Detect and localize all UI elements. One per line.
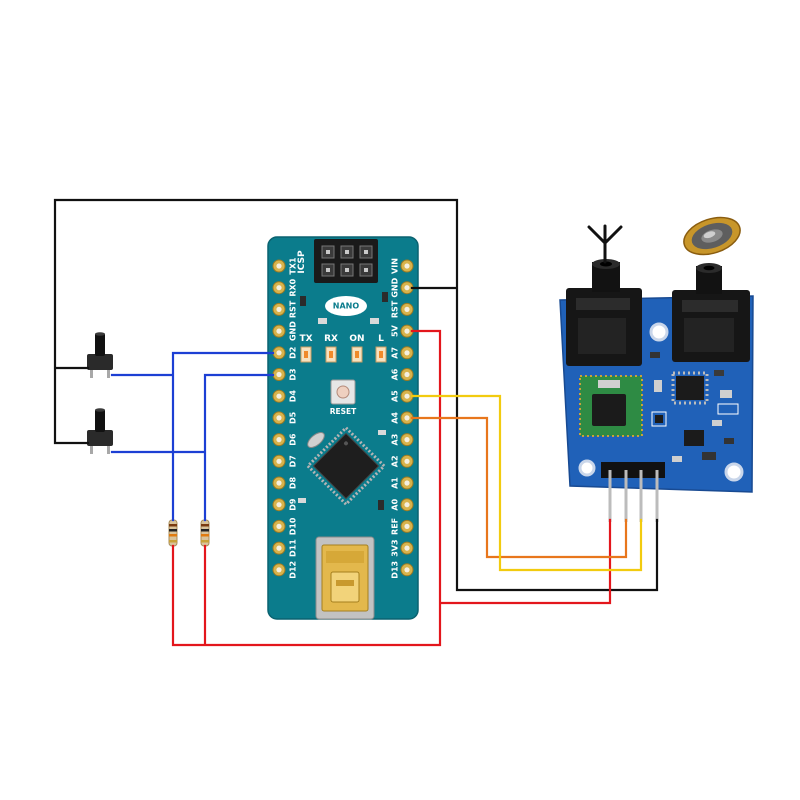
pin-hole (404, 371, 410, 378)
pin-hole (276, 328, 282, 334)
resistor-1 (168, 514, 178, 552)
pin-label-right-3v3: 3V3 (391, 539, 400, 556)
d2-button-wire (110, 351, 275, 522)
pin-label-right-a3: A3 (391, 434, 400, 446)
pin-hole (276, 415, 282, 421)
pin-hole (276, 393, 282, 399)
nano-logo-label: NANO (333, 302, 360, 311)
pin-hole (404, 285, 410, 291)
pin-label-left-d6: D6 (289, 433, 298, 446)
pin-label-right-a1: A1 (391, 477, 400, 489)
antenna-icon (587, 224, 623, 264)
push-button-2 (87, 408, 113, 454)
pin-hole (404, 415, 410, 421)
pin-label-right-ref: REF (391, 518, 400, 535)
pin-label-right-a5: A5 (391, 390, 400, 402)
pin-hole (404, 567, 410, 573)
pin-hole (276, 285, 282, 291)
pin-hole (404, 393, 410, 399)
microcontroller-chip (305, 425, 387, 507)
a5-wire (410, 394, 643, 572)
radio-tuner-chip (579, 375, 643, 437)
a4-wire (410, 416, 628, 559)
icsp-header (314, 239, 378, 283)
pin-hole (276, 502, 282, 508)
power-5v-wire (171, 329, 612, 647)
pin-label-left-d8: D8 (289, 476, 298, 489)
led-label-l: L (378, 334, 384, 344)
mounting-hole (724, 462, 744, 482)
pin-hole (404, 458, 410, 464)
pin-label-right-a4: A4 (391, 412, 400, 424)
pin-label-left-d3: D3 (289, 368, 298, 380)
pin-label-left-d11: D11 (289, 539, 298, 557)
pin-label-left-d9: D9 (289, 498, 298, 511)
pin-hole (404, 480, 410, 486)
pin-label-left-d10: D10 (289, 517, 298, 535)
amplifier-ic (671, 371, 709, 405)
pin-hole (404, 263, 410, 269)
pin-hole (276, 306, 282, 312)
reset-button (330, 379, 356, 405)
pin-label-left-d7: D7 (289, 455, 298, 467)
pin-label-right-a0: A0 (391, 498, 400, 510)
pin-hole (276, 263, 282, 269)
pin-hole (276, 458, 282, 464)
pin-label-right-a2: A2 (391, 455, 400, 467)
pin-label-left-d4: D4 (289, 390, 298, 403)
mounting-hole (578, 459, 596, 477)
pin-hole (404, 502, 410, 508)
pin-hole (276, 545, 282, 551)
pin-hole (276, 350, 282, 356)
antenna-jack (566, 259, 642, 366)
icsp-label: ICSP (297, 250, 307, 274)
push-button-1 (87, 332, 113, 378)
pin-label-right-5v: 5V (391, 324, 400, 337)
reset-label: RESET (330, 407, 357, 416)
fm-radio-module (559, 259, 754, 522)
arduino-nano-board: ICSP NANO TX RX ON L RESET (267, 236, 419, 620)
pin-label-left-rx0: RX0 (289, 278, 298, 296)
led-label-on: ON (349, 334, 364, 344)
pin-label-right-vin: VIN (391, 258, 400, 274)
pin-label-right-a6: A6 (391, 368, 400, 380)
nano-logo-oval (325, 296, 367, 316)
pin-label-right-gnd: GND (391, 277, 400, 297)
pin-hole (276, 523, 282, 530)
led-label-rx: RX (324, 334, 338, 344)
speaker-icon (683, 216, 741, 256)
crystal (307, 432, 325, 448)
resistor-2 (200, 514, 210, 552)
pin-hole (404, 437, 410, 443)
d3-button-wire (110, 373, 275, 522)
pin-label-left-rst: RST (289, 300, 298, 318)
pin-label-left-d2: D2 (289, 347, 298, 359)
pin-hole (276, 480, 282, 486)
pin-hole (276, 567, 282, 573)
pin-label-right-rst: RST (391, 300, 400, 318)
speaker-jack (672, 263, 750, 362)
module-pin-header (601, 462, 665, 522)
pin-label-left-tx1: TX1 (289, 257, 298, 275)
mounting-hole (649, 322, 669, 342)
pin-hole (276, 437, 282, 443)
pin-label-right-a7: A7 (391, 347, 400, 359)
status-leds (300, 346, 387, 363)
mini-usb-connector (315, 536, 375, 620)
smd-components (650, 352, 739, 462)
pin-label-left-d12: D12 (289, 561, 298, 579)
pin-label-left-d5: D5 (289, 411, 298, 424)
pin-hole (404, 545, 410, 551)
pin-hole (404, 350, 410, 356)
pin-label-left-gnd: GND (289, 321, 298, 341)
pin-hole (404, 328, 410, 334)
pin-hole (404, 523, 410, 530)
pin-hole (404, 306, 410, 312)
ground-wire (53, 198, 659, 592)
pin-hole (276, 371, 282, 378)
led-label-tx: TX (299, 334, 312, 344)
pin-label-right-d13: D13 (391, 561, 400, 579)
